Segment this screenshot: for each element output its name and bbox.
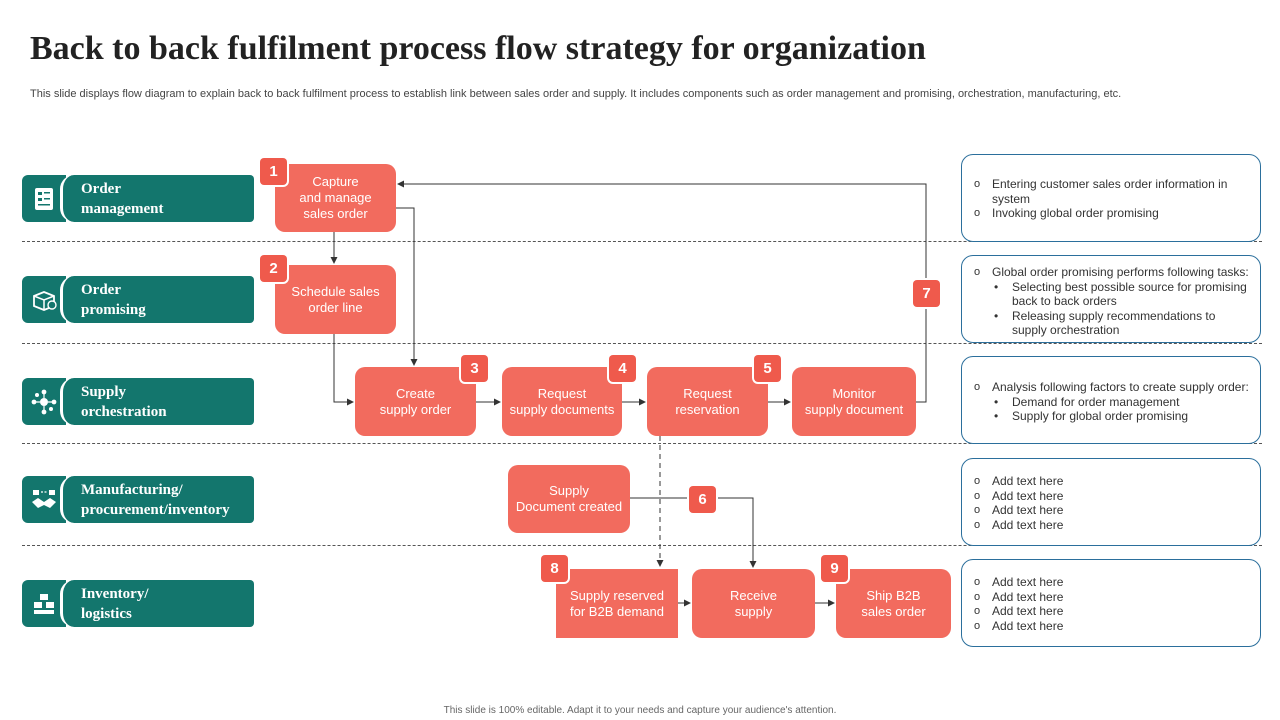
- open-box-icon: [22, 276, 66, 323]
- note-order-promising: Global order promising performs followin…: [961, 255, 1261, 343]
- note-item: Analysis following factors to create sup…: [974, 380, 1250, 395]
- step-badge-9: 9: [821, 555, 848, 582]
- arrow-schedule-to-create: [333, 334, 354, 406]
- lane-label: Inventory/logistics: [81, 586, 149, 622]
- step-badge-1: 1: [260, 158, 287, 185]
- step-badge-8: 8: [541, 555, 568, 582]
- note-order-management: Entering customer sales order informatio…: [961, 154, 1261, 242]
- note-manufacturing: Add text here Add text here Add text her…: [961, 458, 1261, 546]
- note-item: Add text here: [974, 518, 1250, 533]
- note-item: Add text here: [974, 489, 1250, 504]
- lane-divider: [22, 241, 1262, 242]
- step-badge-4: 4: [609, 355, 636, 382]
- note-subitem: Selecting best possible source for promi…: [974, 280, 1250, 309]
- note-item: Invoking global order promising: [974, 206, 1250, 221]
- note-supply-orchestration: Analysis following factors to create sup…: [961, 356, 1261, 444]
- note-item: Add text here: [974, 590, 1250, 605]
- note-inventory-logistics: Add text here Add text here Add text her…: [961, 559, 1261, 647]
- order-form-icon: [22, 175, 66, 222]
- step-badge-3: 3: [461, 355, 488, 382]
- page-subtitle: This slide displays flow diagram to expl…: [30, 88, 1122, 100]
- note-item: Add text here: [974, 474, 1250, 489]
- note-item: Add text here: [974, 604, 1250, 619]
- step-badge-5: 5: [754, 355, 781, 382]
- footer-note: This slide is 100% editable. Adapt it to…: [443, 705, 837, 716]
- lane-divider: [22, 343, 1262, 344]
- boxes-icon: [22, 580, 66, 627]
- note-subitem: Releasing supply recommendations to supp…: [974, 309, 1250, 338]
- network-icon: [22, 378, 66, 425]
- page-title: Back to back fulfilment process flow str…: [30, 30, 926, 67]
- note-item: Entering customer sales order informatio…: [974, 177, 1250, 206]
- arrow-doc-to-receive: [630, 497, 757, 568]
- step-badge-7: 7: [913, 280, 940, 307]
- step-badge-6: 6: [689, 486, 716, 513]
- lane-label: Manufacturing/procurement/inventory: [81, 482, 230, 518]
- lane-label-box: Inventory/logistics: [60, 580, 254, 627]
- arrow-capture-to-create: [396, 207, 418, 366]
- lane-divider: [22, 443, 1262, 444]
- note-subitem: Demand for order management: [974, 395, 1250, 410]
- note-item: Add text here: [974, 575, 1250, 590]
- note-item: Add text here: [974, 503, 1250, 518]
- step-badge-2: 2: [260, 255, 287, 282]
- lane-label-box: Manufacturing/procurement/inventory: [60, 476, 254, 523]
- handshake-icon: [22, 476, 66, 523]
- lane-inventory-logistics: Inventory/logistics: [22, 580, 254, 627]
- note-item: Global order promising performs followin…: [974, 265, 1250, 280]
- note-item: Add text here: [974, 619, 1250, 634]
- lane-manufacturing: Manufacturing/procurement/inventory: [22, 476, 254, 523]
- note-subitem: Supply for global order promising: [974, 409, 1250, 424]
- lane-divider: [22, 545, 1262, 546]
